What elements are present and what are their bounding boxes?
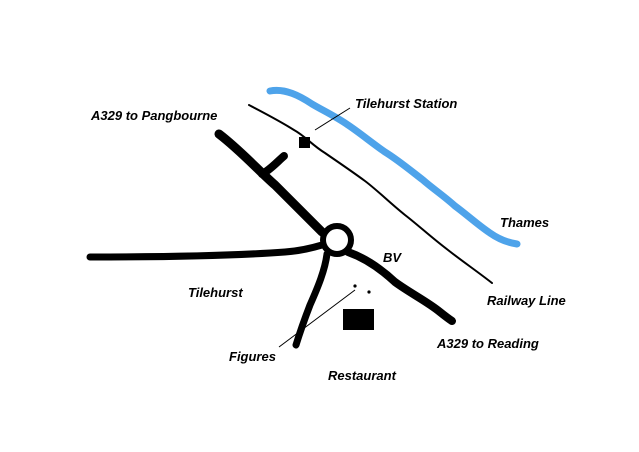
figures-marker [367, 290, 371, 294]
road-west-tilehurst [86, 241, 326, 261]
thames-river [266, 86, 521, 248]
label-a329-pangbourne: A329 to Pangbourne [90, 108, 217, 123]
station-pointer [314, 107, 351, 131]
label-a329-reading: A329 to Reading [436, 336, 539, 351]
station-marker [299, 137, 310, 148]
label-figures: Figures [229, 349, 276, 364]
label-restaurant: Restaurant [328, 368, 397, 383]
figures-marker [353, 284, 357, 288]
label-tilehurst: Tilehurst [188, 285, 243, 300]
label-railway-line: Railway Line [487, 293, 566, 308]
label-bv: BV [383, 250, 402, 265]
label-tilehurst-station: Tilehurst Station [355, 96, 457, 111]
restaurant-marker [343, 309, 374, 330]
figures-pointer [278, 289, 356, 348]
road-a329-pangbourne [214, 129, 327, 237]
roundabout [320, 223, 354, 257]
label-thames: Thames [500, 215, 549, 230]
railway-line [248, 104, 493, 284]
road-a329-reading [344, 248, 456, 325]
road-south [292, 250, 331, 349]
road-spur [258, 152, 288, 178]
